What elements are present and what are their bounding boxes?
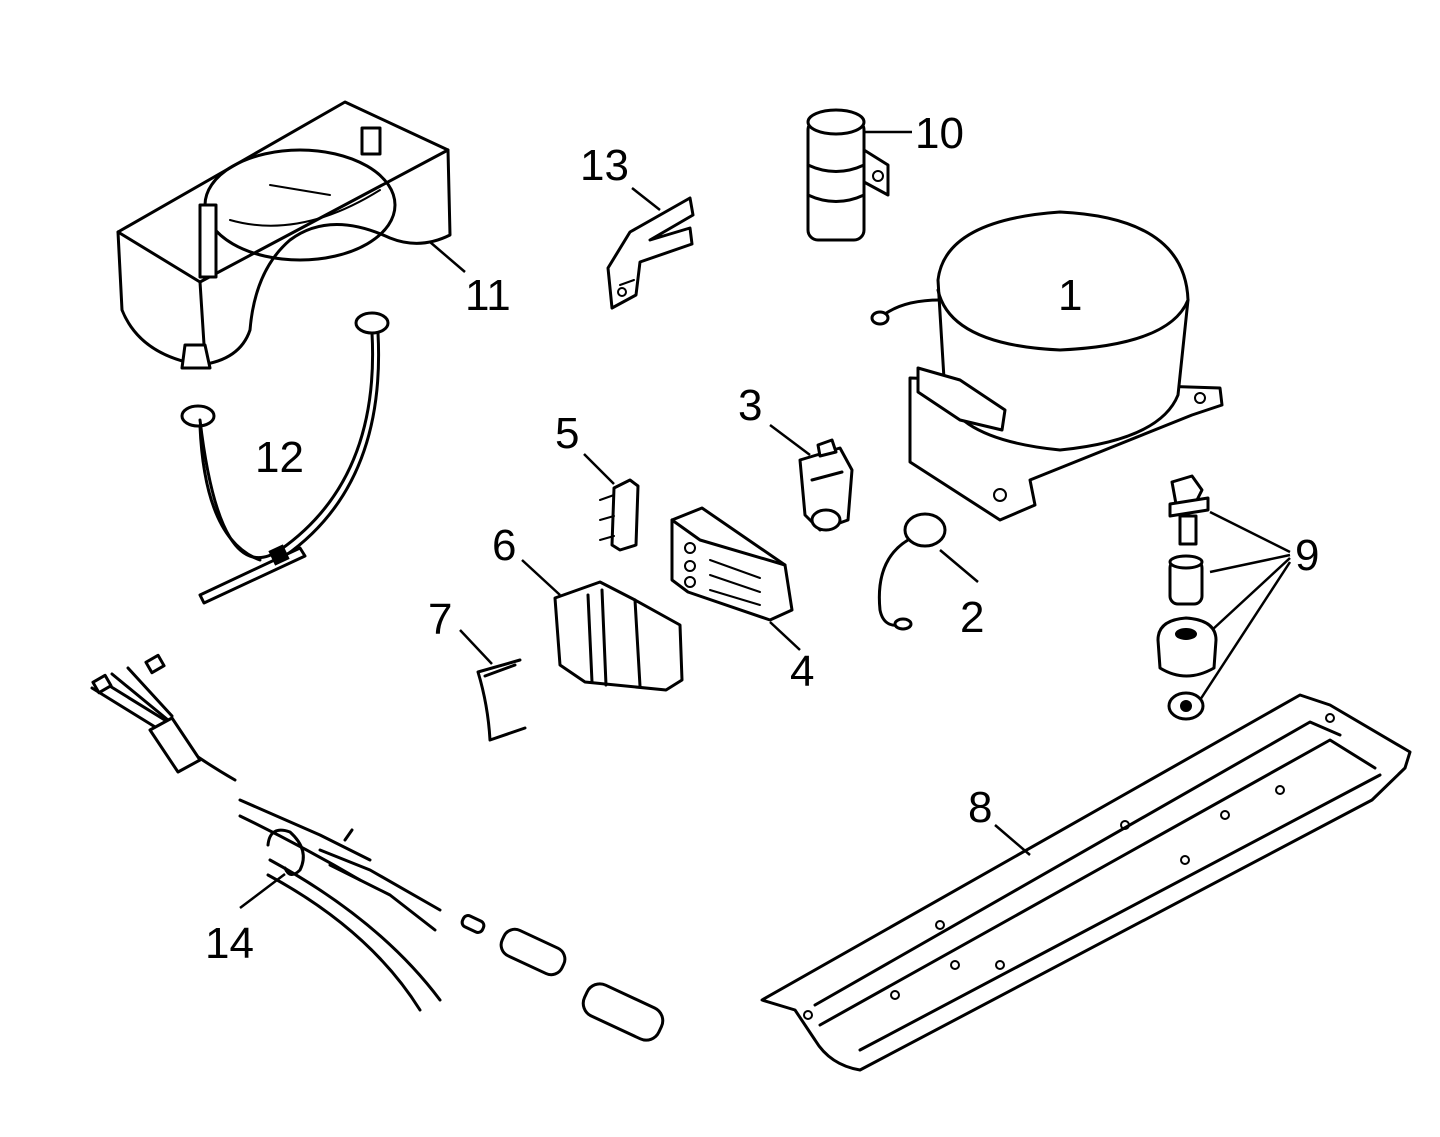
part-14-power-cord bbox=[90, 653, 665, 1042]
callout-3: 3 bbox=[738, 381, 762, 430]
part-11-tray bbox=[116, 100, 452, 370]
part-2-overload bbox=[877, 512, 947, 631]
part-1-compressor bbox=[870, 210, 1224, 522]
part-6-cover bbox=[553, 580, 684, 692]
part-7-clip bbox=[476, 658, 527, 742]
callout-2: 2 bbox=[960, 593, 984, 642]
callout-14: 14 bbox=[205, 919, 254, 968]
part-10-capacitor bbox=[806, 108, 890, 242]
part-4-terminal-block bbox=[670, 506, 794, 622]
callout-9: 9 bbox=[1295, 531, 1319, 580]
part-3-relay bbox=[798, 438, 854, 532]
callout-4: 4 bbox=[790, 647, 814, 696]
part-5-clip bbox=[599, 478, 640, 552]
callout-5: 5 bbox=[555, 409, 579, 458]
callout-10: 10 bbox=[915, 109, 964, 158]
callout-1: 1 bbox=[1058, 271, 1082, 320]
part-8-base-plate bbox=[760, 693, 1412, 1072]
callout-12: 12 bbox=[255, 433, 304, 482]
part-12-wire bbox=[180, 311, 390, 605]
callout-11: 11 bbox=[465, 271, 511, 320]
part-13-clip bbox=[606, 196, 695, 310]
callout-8: 8 bbox=[968, 783, 992, 832]
callout-13: 13 bbox=[580, 141, 629, 190]
callout-7: 7 bbox=[428, 595, 452, 644]
part-9-hardware bbox=[1156, 474, 1218, 721]
callout-6: 6 bbox=[492, 521, 516, 570]
